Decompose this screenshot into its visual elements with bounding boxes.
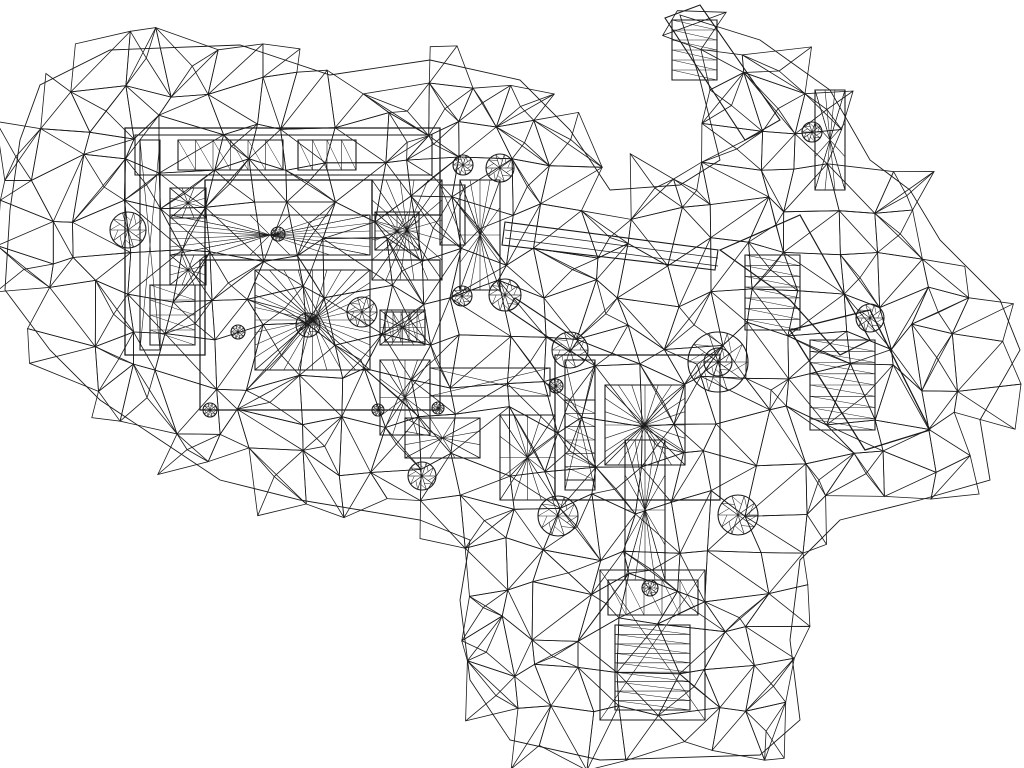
terrain-triangulation: [0, 10, 1022, 768]
castle-structures: [109, 4, 931, 721]
